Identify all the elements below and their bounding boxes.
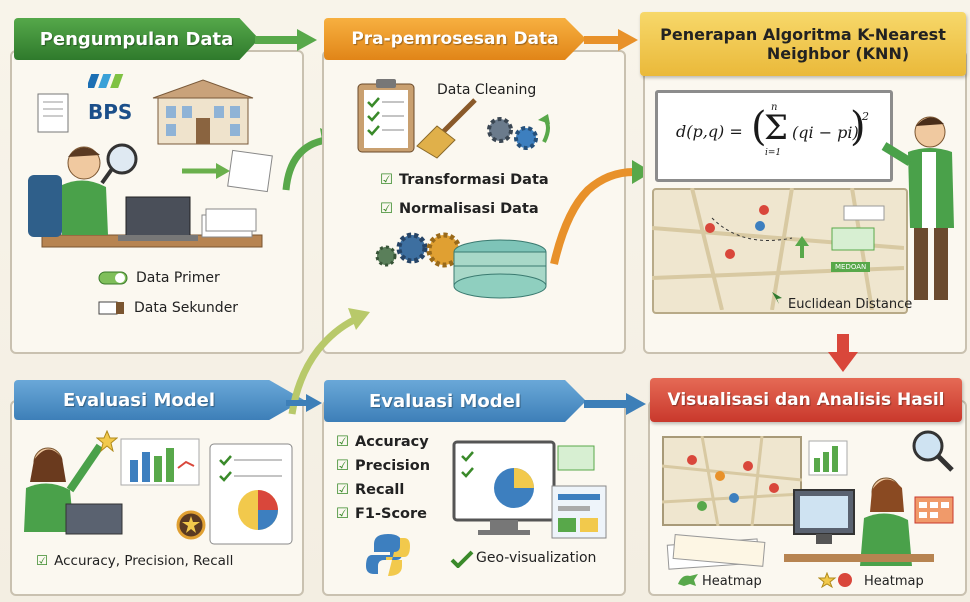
evaluation-caption-left: ☑ Accuracy, Precision, Recall <box>36 553 233 569</box>
formula-exponent: 2 <box>862 110 869 123</box>
badge-icon <box>176 510 206 540</box>
user-with-laptop-icon <box>24 443 123 535</box>
item-label: Transformasi Data <box>399 172 549 188</box>
banner-evaluasi-model-left: Evaluasi Model <box>14 380 304 420</box>
item-label: Normalisasi Data <box>399 201 539 217</box>
metric-label: Precision <box>355 458 431 474</box>
bps-logo-text: BPS <box>88 100 133 124</box>
banner-title: Visualisasi dan Analisis Hasil <box>667 390 945 410</box>
item-transformasi-data: ☑ Transformasi Data <box>380 172 549 188</box>
heatmap-caption-2: Heatmap <box>864 574 924 589</box>
map-tag: MEDOAN <box>831 262 871 272</box>
curved-arrow-icon <box>550 160 652 265</box>
formula-paren-close: ) <box>850 104 866 150</box>
metric-label: Accuracy <box>355 434 429 450</box>
item-data-sekunder: Data Sekunder <box>134 300 239 316</box>
folder-document-icon <box>98 301 124 315</box>
formula-lhs: d(p,q) = <box>676 122 743 141</box>
metric-label: F1-Score <box>355 506 427 522</box>
heatmap-caption-1: Heatmap <box>702 574 762 589</box>
city-map-icon <box>652 188 904 310</box>
item-normalisasi-data: ☑ Normalisasi Data <box>380 201 539 217</box>
banner-title: Pengumpulan Data <box>39 28 234 50</box>
bar-chart-icon <box>120 438 200 486</box>
formula-paren-open: ( <box>751 104 767 150</box>
dinosaur-icon <box>678 574 698 586</box>
metric-label: Recall <box>355 482 405 498</box>
heatmap-map-icon <box>662 436 802 526</box>
banner-title: Evaluasi Model <box>63 389 215 411</box>
banner-visualisasi: Visualisasi dan Analisis Hasil <box>650 378 962 422</box>
sigma-icon: Σ <box>764 108 789 148</box>
building-icon <box>152 79 254 145</box>
banner-title: Evaluasi Model <box>369 390 521 412</box>
monitor-dashboard-icon <box>452 440 607 539</box>
formula-sum-top: n <box>771 102 778 113</box>
check-icon: ☑ <box>380 172 393 188</box>
banner-title-line1: Penerapan Algoritma K-Nearest <box>660 25 946 44</box>
metric-accuracy: ☑ Accuracy <box>336 434 429 450</box>
bps-logo-icon <box>88 74 124 88</box>
arrow-right-icon <box>584 393 646 415</box>
banner-knn: Penerapan Algoritma K-Nearest Neighbor (… <box>640 12 966 76</box>
geo-visualization-caption: Geo-visualization <box>476 550 597 566</box>
check-icon: ☑ <box>336 506 349 522</box>
star-icon <box>96 430 118 452</box>
dashboard-widget-icon <box>914 496 954 524</box>
formula-body: (qi − pi) <box>792 123 859 142</box>
cursor-icon <box>772 292 782 304</box>
check-icon: ☑ <box>36 553 49 569</box>
toggle-icon <box>98 271 128 285</box>
banner-evaluasi-model-middle: Evaluasi Model <box>324 380 586 422</box>
bar-chart-icon <box>808 440 848 476</box>
metric-f1-score: ☑ F1-Score <box>336 506 427 522</box>
item-data-primer: Data Primer <box>136 270 220 286</box>
metric-precision: ☑ Precision <box>336 458 430 474</box>
gears-and-database-icon <box>375 232 547 299</box>
star-icon <box>818 572 852 588</box>
arrow-right-icon <box>584 29 638 51</box>
clipboard-checklist-icon <box>357 79 415 153</box>
papers-icon <box>666 534 766 570</box>
arrow-down-icon <box>828 334 858 372</box>
magnifier-icon <box>912 430 954 472</box>
researcher-with-laptop-icon <box>28 143 273 248</box>
euclidean-distance-caption: Euclidean Distance <box>788 297 913 312</box>
caption-text: Accuracy, Precision, Recall <box>54 553 234 569</box>
arrow-right-icon <box>255 29 317 51</box>
broom-icon <box>416 98 477 159</box>
check-icon: ☑ <box>336 434 349 450</box>
document-icon <box>37 93 69 133</box>
metric-recall: ☑ Recall <box>336 482 404 498</box>
gears-icon <box>487 114 550 150</box>
banner-pra-pemrosesan: Pra-pemrosesan Data <box>324 18 586 60</box>
map-pin-check-icon <box>450 550 474 568</box>
check-icon: ☑ <box>380 201 393 217</box>
analyst-at-computer-icon <box>784 477 934 566</box>
formula-sum-bottom: i=1 <box>765 148 782 158</box>
banner-title-line2: Neighbor (KNN) <box>766 44 910 63</box>
formula-board <box>655 90 893 182</box>
item-data-cleaning: Data Cleaning <box>437 82 537 98</box>
check-icon: ☑ <box>336 482 349 498</box>
python-logo-icon <box>366 534 410 576</box>
presenter-icon <box>881 116 954 300</box>
arrow-right-icon <box>286 394 322 412</box>
banner-title: Pra-pemrosesan Data <box>351 29 559 49</box>
report-pie-chart-icon <box>209 443 293 545</box>
banner-pengumpulan-data: Pengumpulan Data <box>14 18 259 60</box>
check-icon: ☑ <box>336 458 349 474</box>
curved-arrow-icon <box>288 308 370 415</box>
